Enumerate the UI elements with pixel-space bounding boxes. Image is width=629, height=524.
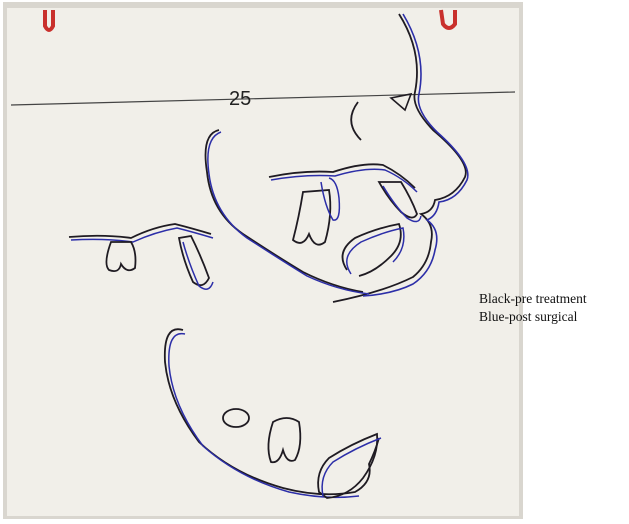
palate-pre [268,163,416,189]
mandible-post [168,332,360,499]
paper-sheet [7,8,519,516]
clip-right [439,9,457,30]
orbit-mark [350,101,362,141]
nasion-mark [389,92,413,112]
tracing-photo: 25 [3,2,523,519]
legend-pre-treatment: Black-pre treatment [479,291,587,306]
maxilla-molar [105,241,137,273]
lower-molar [267,417,302,464]
clip-left [43,10,55,32]
tracing-drawing: 25 [3,2,523,519]
profile-pre [332,13,467,303]
reference-line [10,91,516,106]
profile-post [362,13,469,297]
lower-incisor-post [346,227,405,275]
lower-incisor-pre [341,222,402,277]
maxilla-incisor-pre [177,235,210,287]
ramus-post [207,131,370,295]
upper-molar-post [320,177,341,221]
maxilla-incisor-post [182,241,214,290]
mandible-pre [163,328,380,496]
tooth-bud [222,408,250,428]
maxilla-piece-pre [68,223,212,239]
sheet-number: 25 [229,88,251,110]
legend: Black-pre treatment Blue-post surgical [479,290,587,326]
upper-incisor-pre [377,181,418,219]
palate-post [270,168,418,193]
upper-incisor-post [382,185,422,223]
lower-incisor-bottom-pre [317,432,379,499]
maxilla-piece-post [70,227,214,243]
lower-incisor-bottom-post [321,437,382,497]
legend-post-surgical: Blue-post surgical [479,309,578,324]
upper-molar-pre [291,189,332,246]
